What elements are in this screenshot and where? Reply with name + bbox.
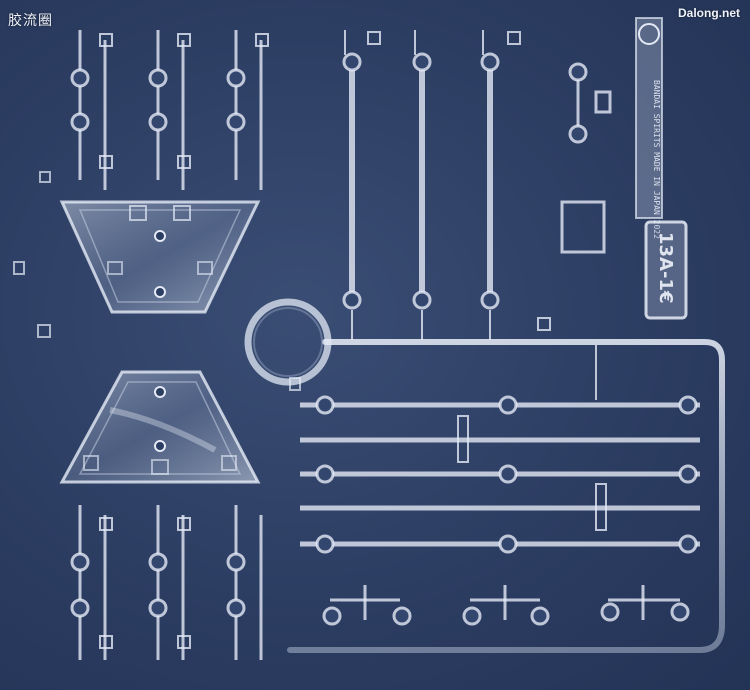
horizontal-rod-parts [300,345,700,554]
runner-frame [27,25,725,663]
side-marking-text: BANDAI SPIRITS MADE IN JAPAN 2022 [652,80,661,239]
part-number-tag: 13A-1€ [644,220,688,320]
lower-left-joint-parts [70,505,263,660]
part-number-text: 13A-1€ [655,232,676,304]
product-marking-plate: BANDAI SPIRITS MADE IN JAPAN 2022 [635,17,663,239]
upper-left-joint-parts [70,30,269,190]
bottom-clip-parts [322,585,690,626]
upper-trapezoid-plate [59,200,261,314]
vertical-rod-parts [342,30,551,340]
watermark-top-left: 胶流圈 [8,13,53,29]
upper-right-small-parts [560,62,612,254]
lower-trapezoid-plate [59,370,261,484]
watermark-top-right: Dalong.net [678,6,740,20]
center-ring-part [244,298,332,386]
runner-gate-nubs [13,171,301,391]
